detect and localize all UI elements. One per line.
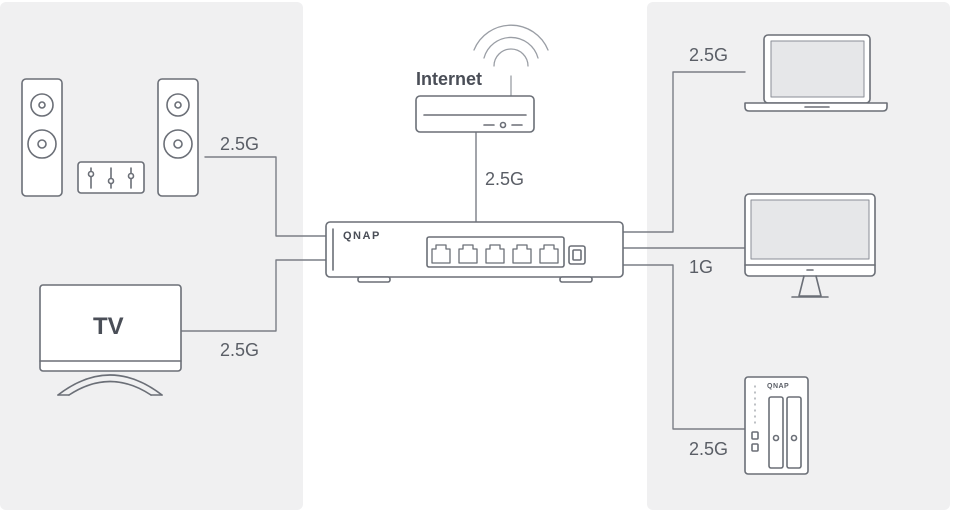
tv-icon xyxy=(39,284,182,396)
connection-lines xyxy=(181,71,746,430)
line-tv xyxy=(181,259,331,332)
line-speakers xyxy=(204,156,331,237)
speed-router-label: 2.5G xyxy=(485,169,525,189)
switch-brand-label: QNAP xyxy=(343,230,381,242)
switch-icon xyxy=(325,221,624,283)
monitor-icon xyxy=(744,193,876,298)
router-icon xyxy=(415,95,535,133)
line-laptop xyxy=(621,71,746,233)
mixer-icon xyxy=(77,161,145,194)
laptop-icon xyxy=(744,34,888,112)
speed-monitor-label: 1G xyxy=(689,257,714,277)
nas-icon xyxy=(744,376,809,475)
speed-nas-label: 2.5G xyxy=(689,439,729,459)
tv-label: TV xyxy=(93,313,124,340)
nas-brand-label: QNAP xyxy=(767,383,790,390)
speed-tv-label: 2.5G xyxy=(220,340,260,360)
wifi-icon xyxy=(473,24,549,97)
speaker-icon xyxy=(157,78,199,197)
speed-speakers-label: 2.5G xyxy=(220,134,260,154)
internet-label: Internet xyxy=(416,69,483,89)
speaker-icon xyxy=(21,78,63,197)
speed-laptop-label: 2.5G xyxy=(689,45,729,65)
line-nas xyxy=(621,264,746,430)
